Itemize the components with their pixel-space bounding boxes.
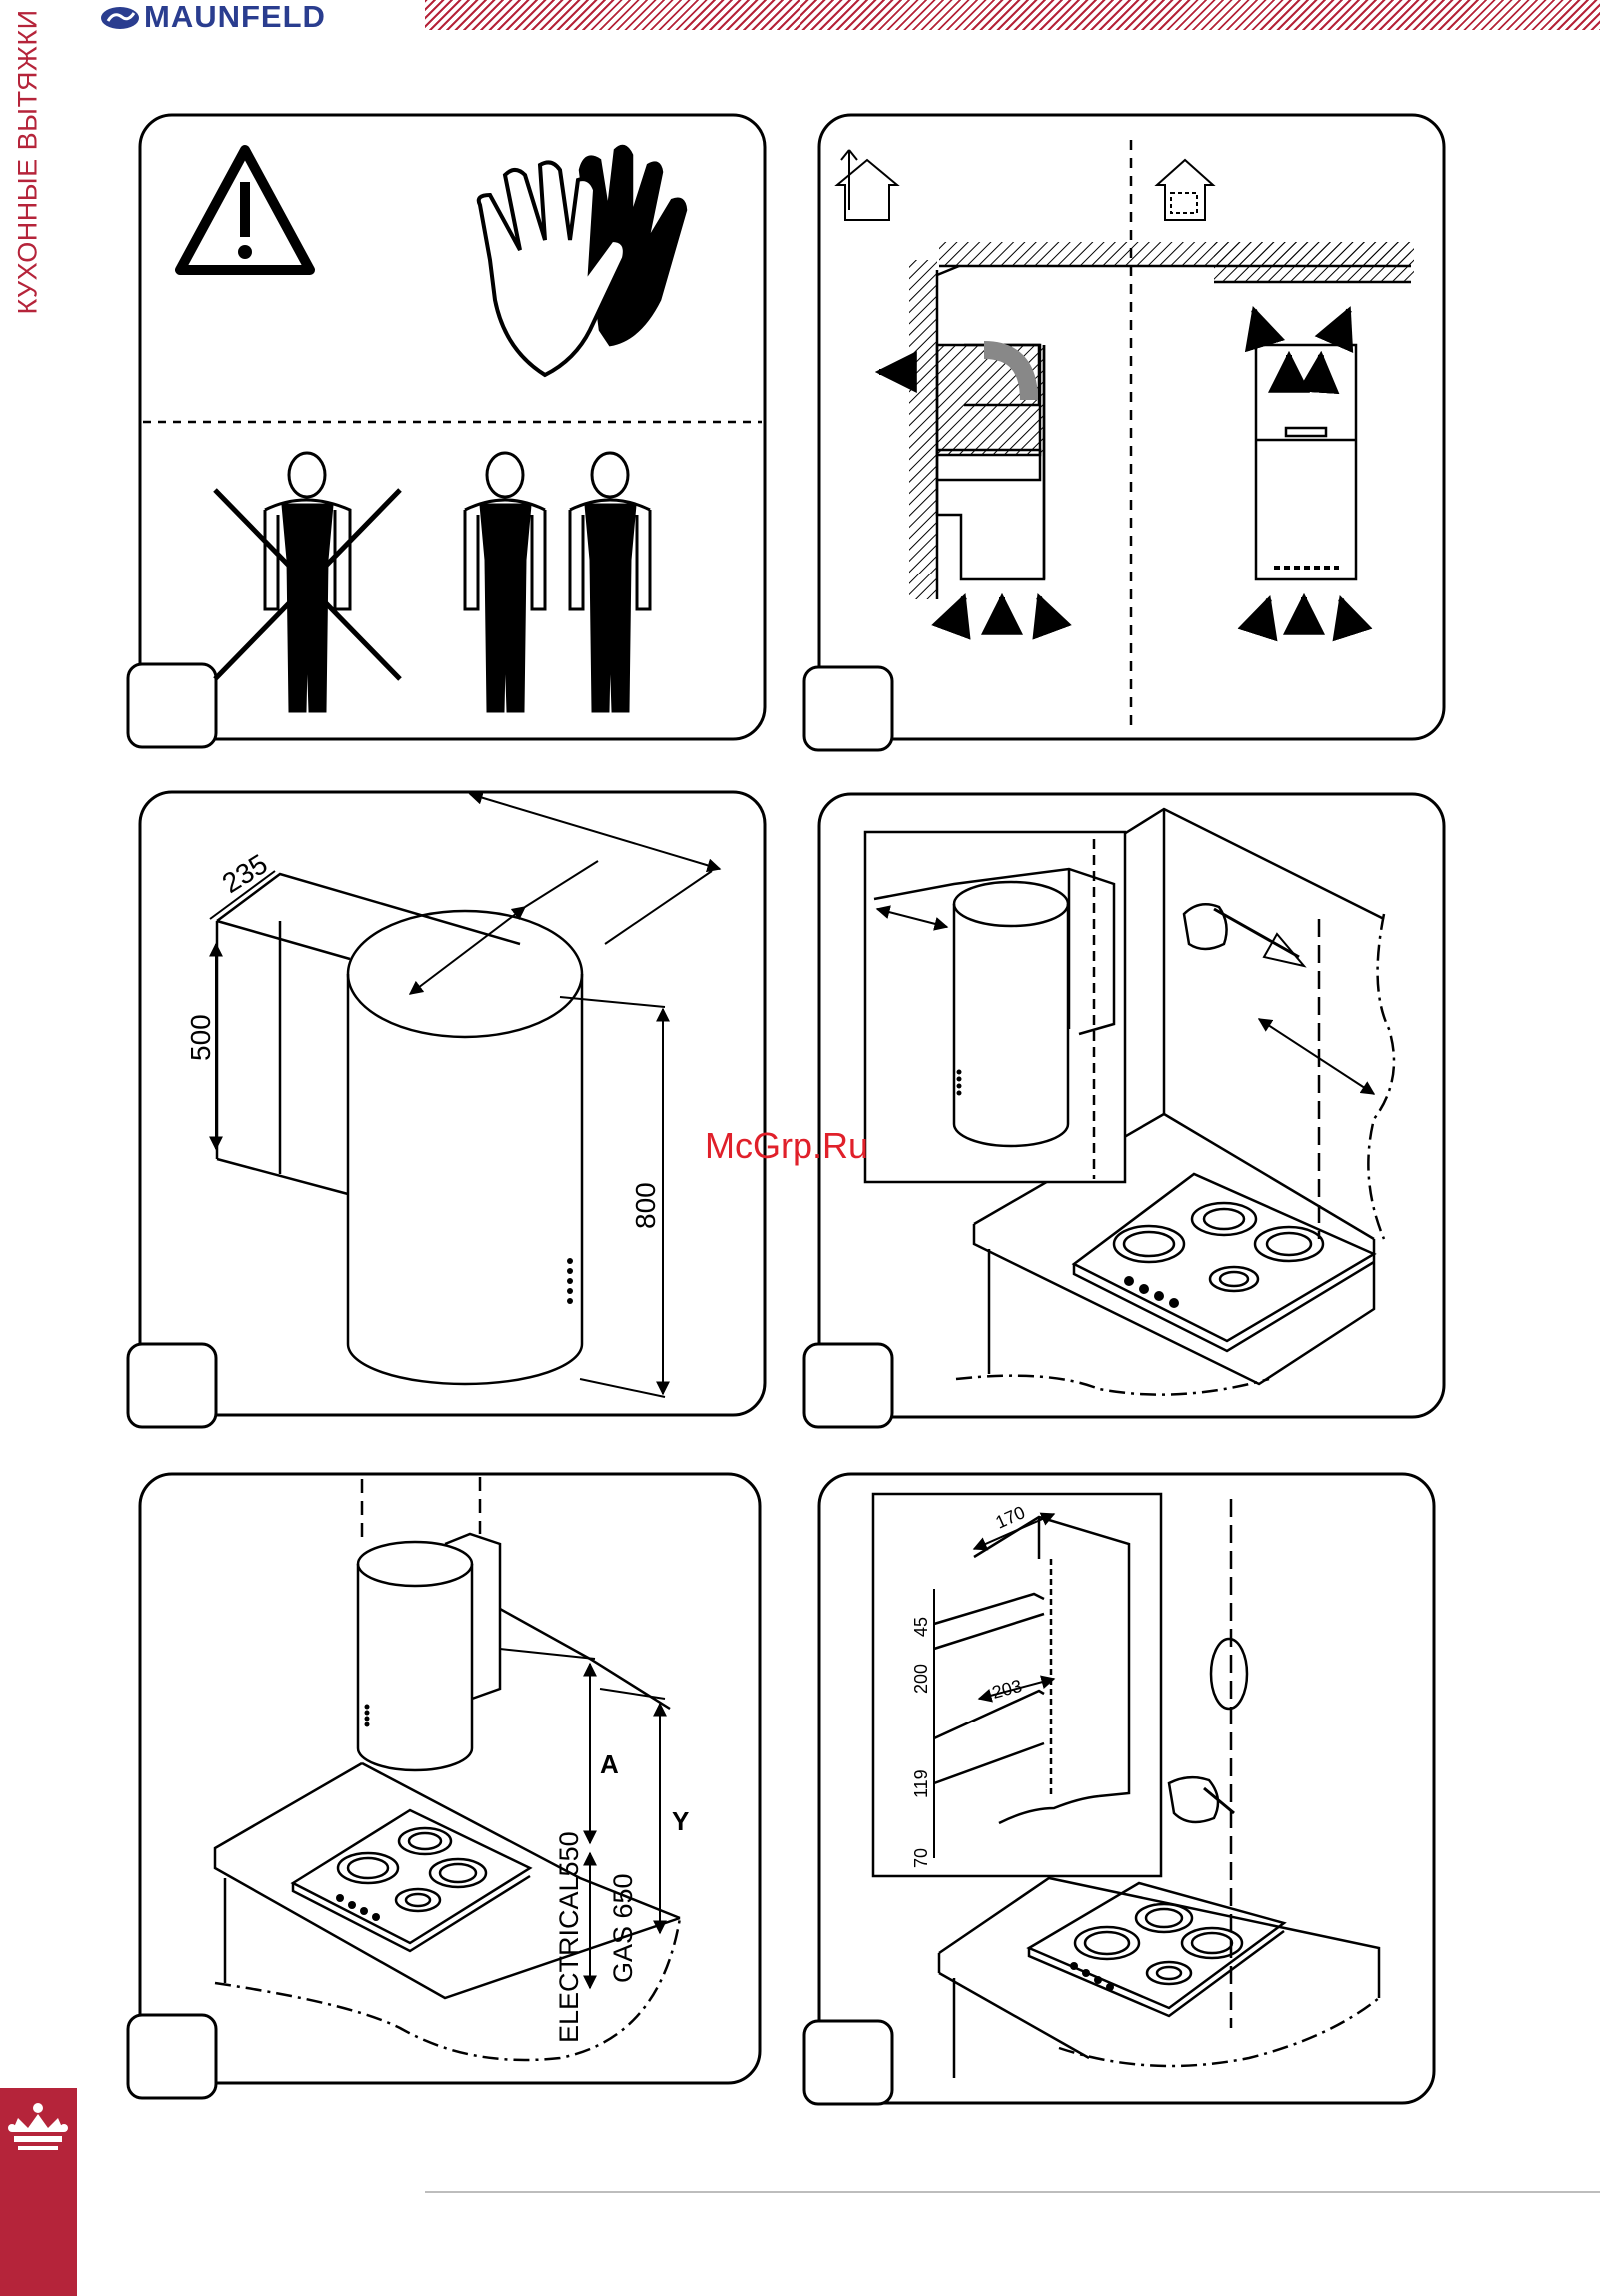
- panel-dimensions: [128, 792, 765, 1427]
- dim-hood-height-label: 800: [630, 1182, 661, 1229]
- electrical-clearance-label: ELECTRICAL550: [554, 1831, 584, 2043]
- watermark-text: McGrp.Ru: [705, 1125, 868, 1167]
- panel-number-box: [128, 2015, 216, 2098]
- warning-icon: [180, 150, 310, 270]
- dim-119-label: 119: [911, 1769, 931, 1798]
- extraction-mode-icon: [837, 150, 897, 220]
- dimension-label-a: A: [600, 1749, 619, 1779]
- control-dots: [567, 1258, 573, 1304]
- recirculation-mode-icon: [1157, 160, 1213, 220]
- dim-depth-label: 235: [217, 848, 273, 899]
- panel-installation-height: [128, 1474, 760, 2098]
- dim-200-label: 200: [911, 1664, 931, 1694]
- panel-safety: [128, 115, 765, 747]
- gas-clearance-label: GAS 650: [608, 1873, 638, 1983]
- dimension-label-y: Y: [672, 1806, 689, 1836]
- panel-number-box: [804, 2021, 892, 2104]
- two-workers-icon: [465, 453, 650, 711]
- panel-number-box: [128, 1344, 216, 1427]
- single-worker-crossed-icon: [215, 453, 400, 711]
- dim-70-label: 70: [911, 1848, 931, 1868]
- panel-number-box: [804, 1344, 892, 1427]
- dim-plate-height-label: 500: [185, 1014, 216, 1061]
- panel-operating-modes: [804, 115, 1444, 750]
- panel-number-box: [804, 667, 892, 750]
- panel-bracket-mounting: [804, 1474, 1434, 2104]
- gloves-icon: [479, 146, 686, 375]
- panel-wall-marking: [804, 794, 1444, 1427]
- dim-45-label: 45: [911, 1617, 931, 1637]
- panel-number-box: [128, 664, 216, 747]
